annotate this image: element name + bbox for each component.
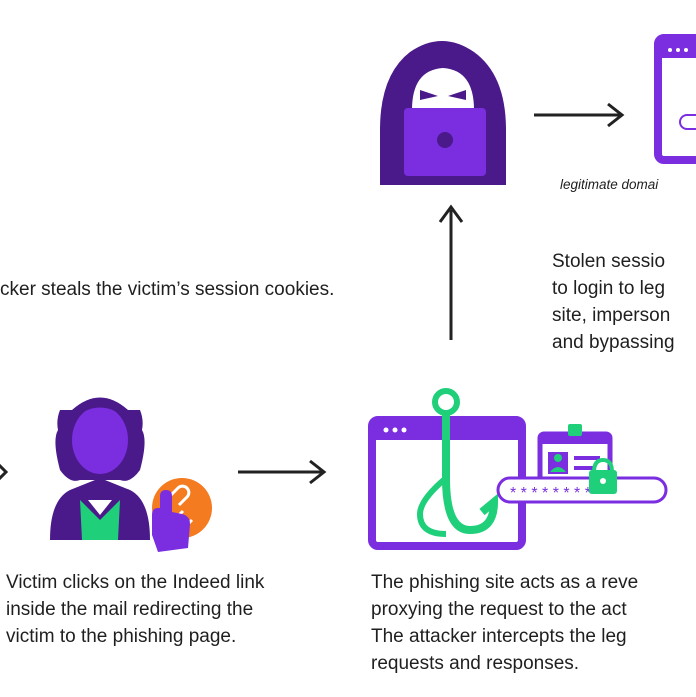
click-link-icon (152, 478, 212, 552)
hook-icon (416, 388, 499, 537)
phishing-site-line: The phishing site acts as a reve (371, 572, 639, 593)
phishing-site-line: The attacker intercepts the leg (371, 626, 627, 647)
stolen-session-line: site, imperson (552, 305, 671, 326)
stolen-session-line: to login to leg (552, 278, 666, 299)
victim-icon (50, 397, 150, 540)
legitimate-browser-icon (654, 34, 696, 164)
arrow-partial-left (0, 463, 9, 481)
phishing-site-text: The phishing site acts as a reve proxyin… (371, 569, 638, 677)
arrow-up (438, 204, 464, 340)
password-field-icon (496, 476, 668, 504)
stolen-session-text: Stolen sessio to login to leg site, impe… (552, 248, 675, 356)
legitimate-domain-caption: legitimate domai (560, 177, 659, 192)
victim-clicks-line: Victim clicks on the Indeed link (6, 572, 265, 593)
steal-cookies-text: cker steals the victim’s session cookies… (0, 279, 335, 300)
victim-clicks-line: inside the mail redirecting the (6, 599, 254, 620)
phishing-site-line: proxying the request to the act (371, 599, 627, 620)
arrow-to-phishing (238, 459, 327, 485)
phishing-site-line: requests and responses. (371, 653, 580, 674)
victim-clicks-line: victim to the phishing page. (6, 626, 237, 647)
padlock-icon (589, 457, 617, 494)
stolen-session-line: and bypassing (552, 332, 675, 353)
victim-clicks-text: Victim clicks on the Indeed link inside … (6, 569, 264, 650)
password-mask: * * * * * * * * (510, 485, 591, 502)
stolen-session-line: Stolen sessio (552, 251, 666, 272)
arrow-to-legit (534, 102, 625, 128)
attacker-icon (380, 41, 506, 185)
